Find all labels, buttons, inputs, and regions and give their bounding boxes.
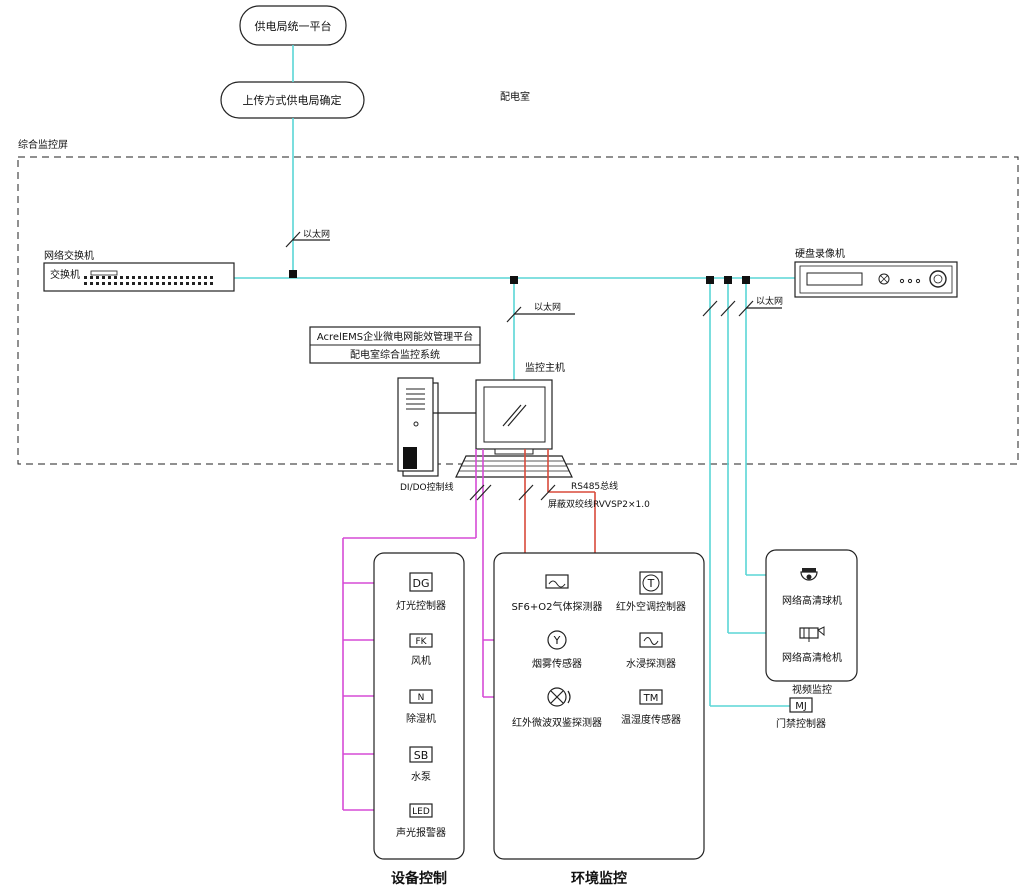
bullet-camera-label: 网络高清枪机 [782,651,842,664]
dido-label: DI/DO控制线 [400,481,454,493]
alarm-label: 声光报警器 [396,826,446,839]
ethernet-label-video: 以太网 [756,295,783,307]
dome-camera-icon [800,568,818,581]
smoke-sensor-label: 烟雾传感器 [532,657,582,670]
nvr-button-icon [878,273,890,285]
svg-text:DG: DG [413,577,430,590]
equipment-panel [373,552,465,860]
switch-ports [84,276,213,285]
svg-text:FK: FK [415,637,427,647]
room-label: 配电室 [500,90,530,103]
host-monitor-icon [475,379,553,455]
svg-text:SB: SB [414,749,429,762]
fan-label: 风机 [411,654,431,667]
nvr-label: 硬盘录像机 [795,247,845,260]
nvr-device [794,261,958,298]
dehumidifier-label: 除湿机 [406,712,436,725]
fk-icon [409,633,433,648]
switch-group-label: 网络交换机 [44,249,94,262]
junction-node [724,276,732,284]
smoke-sensor-icon [547,630,567,650]
door-controller-label: 门禁控制器 [776,717,826,730]
junction-node [510,276,518,284]
platform-box-line2: 配电室综合监控系统 [350,348,440,361]
junction-node [706,276,714,284]
bullet-camera-icon [799,626,825,642]
light-controller-label: 灯光控制器 [396,599,446,612]
video-panel [765,549,858,682]
gas-detector-label: SF6+O2气体探测器 [511,600,602,613]
svg-text:LED: LED [412,807,430,817]
platform-label: 供电局统一平台 [255,19,332,33]
video-title: 视频监控 [792,683,832,696]
junction-node [289,270,297,278]
dome-camera-label: 网络高清球机 [782,594,842,607]
environment-panel [493,552,705,860]
junction-node [742,276,750,284]
gas-detector-icon [545,574,569,589]
dg-icon [409,572,433,592]
th-sensor-label: 温湿度传感器 [621,713,681,726]
ethernet-label-uplink: 以太网 [303,228,330,240]
cable-label: 屏蔽双绞线RVVSP2×1.0 [548,498,650,510]
water-detector-label: 水浸探测器 [626,657,676,670]
ethernet-label-host: 以太网 [534,301,561,313]
svg-text:TM: TM [643,693,659,704]
equipment-title: 设备控制 [391,870,447,887]
monitor-screen-label: 综合监控屏 [18,138,68,151]
door-controller-icon [789,697,813,713]
led-icon [409,803,433,818]
sb-icon [409,746,433,763]
svg-text:MJ: MJ [795,701,807,712]
platform-box-line1: AcrelEMS企业微电网能效管理平台 [317,330,473,343]
switch-label: 交换机 [50,268,80,281]
svg-text:Y: Y [553,634,561,647]
dehumidifier-icon [409,689,433,704]
environment-title: 环境监控 [571,870,627,887]
dual-detector-label: 红外微波双鉴探测器 [512,716,602,729]
upload-label: 上传方式供电局确定 [243,93,342,107]
th-sensor-icon [639,689,663,705]
svg-text:T: T [647,577,655,590]
nvr-knob-icon [929,270,947,288]
rs485-label: RS485总线 [571,480,618,492]
host-label: 监控主机 [525,361,565,374]
svg-text:N: N [418,693,425,703]
host-tower-icon [397,377,439,477]
keyboard-icon [455,455,573,478]
pump-label: 水泵 [411,771,431,783]
ac-controller-label: 红外空调控制器 [616,600,686,613]
